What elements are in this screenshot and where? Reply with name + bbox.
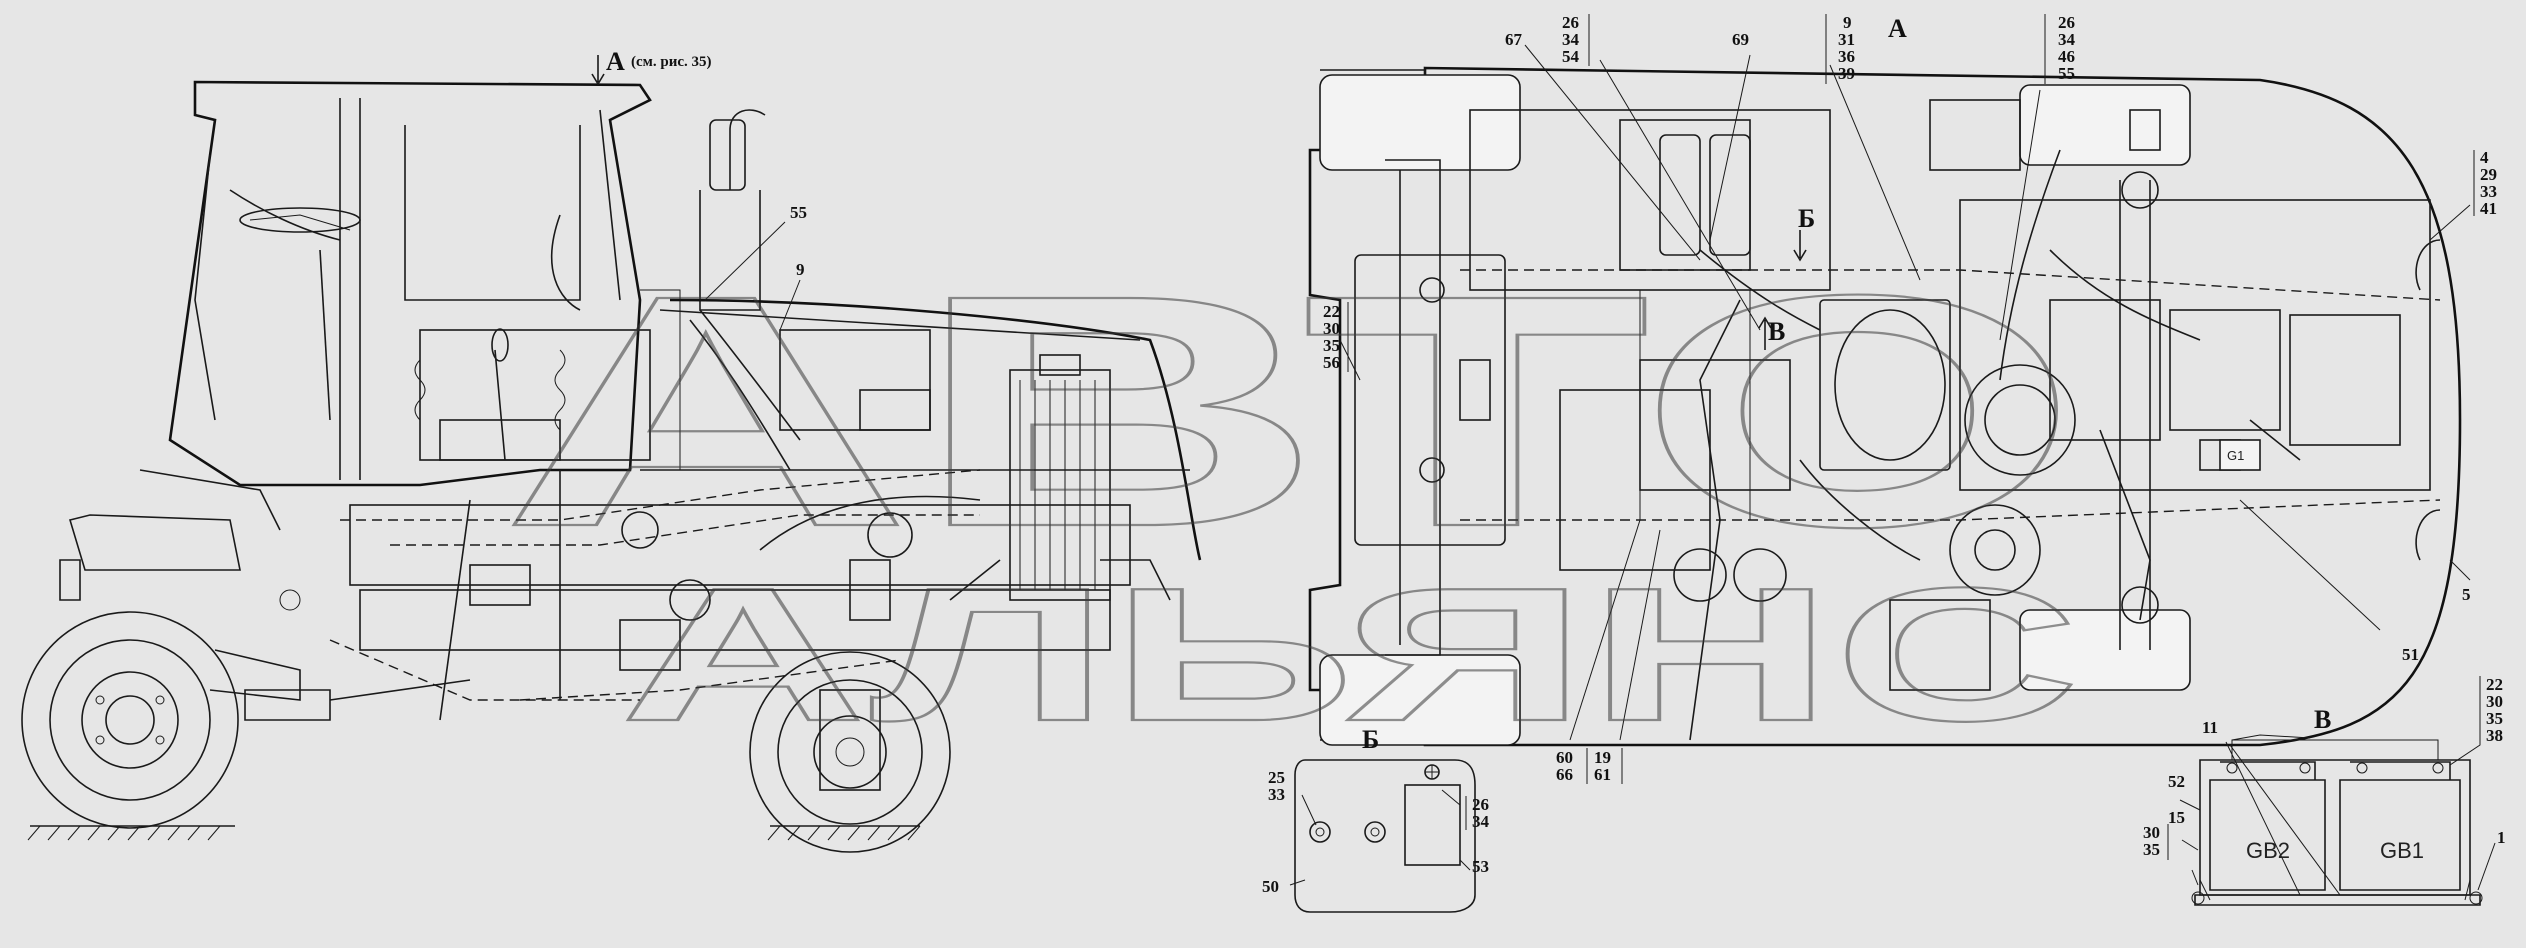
view-a-note: (см. рис. 35) [631, 54, 712, 70]
rear-wheel [21, 611, 239, 829]
callout-36: 36 [1838, 47, 1855, 66]
view-a-arrow [591, 55, 605, 86]
view-b-marker: Б [1798, 204, 1815, 233]
plan-outline [1308, 66, 2462, 747]
callout-15: 15 [2168, 808, 2185, 827]
view-b-arrow [1793, 230, 1807, 262]
view-a-letter: А [606, 47, 625, 76]
engine-chassis [244, 329, 1131, 721]
leader-55 [704, 221, 786, 301]
callout-60: 60 [1556, 748, 1573, 767]
leader-60-66 [1569, 519, 1641, 741]
callout-33-b: 33 [1268, 785, 1285, 804]
battery-gb2 [2209, 779, 2326, 891]
callout-11: 11 [2202, 718, 2218, 737]
plan-rear-wheel-top [1319, 74, 1521, 171]
callout-67: 67 [1505, 30, 1523, 49]
tractor-side-view [21, 55, 1202, 853]
detail-v-title: В [2314, 705, 2331, 734]
callout-55: 55 [790, 203, 807, 222]
ground-line-left [27, 825, 921, 841]
callout-55-b: 55 [2058, 64, 2075, 83]
gb1-label: GB1 [2380, 838, 2424, 863]
cab [168, 80, 681, 487]
callout-26-a: 26 [1562, 13, 1579, 32]
leader-67 [1524, 44, 1701, 261]
hood-and-exhaust [640, 109, 1202, 601]
plan-front-wheel-top [2019, 84, 2191, 166]
callout-35-a: 35 [1323, 336, 1340, 355]
callout-54: 54 [1562, 47, 1580, 66]
callout-53: 53 [1472, 857, 1489, 876]
g1-box [2219, 439, 2261, 471]
callout-9-b: 9 [1843, 13, 1852, 32]
detail-b [1289, 759, 1476, 913]
callout-46: 46 [2058, 47, 2075, 66]
view-v-marker: В [1768, 317, 1785, 346]
callout-29: 29 [2480, 165, 2497, 184]
callout-1: 1 [2497, 828, 2506, 847]
callout-31: 31 [1838, 30, 1855, 49]
callout-61: 61 [1594, 765, 1611, 784]
callout-41: 41 [2480, 199, 2497, 218]
callout-34-c: 34 [1472, 812, 1490, 831]
callout-30-b: 30 [2486, 692, 2503, 711]
wiring-harness-side [329, 309, 1171, 721]
callout-30-c: 30 [2143, 823, 2160, 842]
plan-front-wheel-bottom [2019, 609, 2191, 691]
g1-label: G1 [2227, 448, 2244, 463]
rear-hitch [59, 469, 301, 701]
callout-30-a: 30 [1323, 319, 1340, 338]
wiring-harness-plan [1460, 149, 2441, 741]
watermark-line-1: АВТО [500, 226, 2080, 595]
leader-9 [779, 279, 801, 331]
leader-51 [2239, 499, 2381, 631]
callout-22-b: 22 [2486, 675, 2503, 694]
tractor-plan-view [1308, 44, 2471, 747]
callout-26-b: 26 [2058, 13, 2075, 32]
watermark-line-2: АЛЬЯНС [620, 549, 2080, 761]
front-wheel [749, 651, 951, 853]
callout-25: 25 [1268, 768, 1285, 787]
callout-38: 38 [2486, 726, 2503, 745]
callout-19: 19 [1594, 748, 1611, 767]
callout-5: 5 [2462, 585, 2471, 604]
watermark: АВТО АЛЬЯНС [499, 225, 2081, 762]
leader-19-61 [1619, 529, 1661, 741]
leader-26-34-54 [1599, 59, 1761, 331]
callout-34-a: 34 [1562, 30, 1580, 49]
detail-b-title: Б [1362, 725, 1379, 754]
callout-50: 50 [1262, 877, 1279, 896]
leader-69 [1709, 54, 1751, 241]
callout-4: 4 [2480, 148, 2489, 167]
leader-4-29 [2429, 204, 2471, 241]
leader-22-30 [1339, 339, 1361, 381]
plan-view-letter: А [1888, 14, 1907, 43]
callout-66: 66 [1556, 765, 1573, 784]
callout-39: 39 [1838, 64, 1855, 83]
battery-gb1 [2339, 779, 2461, 891]
callout-35-b: 35 [2486, 709, 2503, 728]
callout-52: 52 [2168, 772, 2185, 791]
callout-26-c: 26 [1472, 795, 1489, 814]
leader-9-31 [1829, 64, 1921, 281]
callout-69: 69 [1732, 30, 1749, 49]
view-v-arrow [1758, 316, 1772, 350]
callout-9: 9 [796, 260, 805, 279]
callout-35-c: 35 [2143, 840, 2160, 859]
callout-34-b: 34 [2058, 30, 2076, 49]
callout-33: 33 [2480, 182, 2497, 201]
detail-v-batteries [2179, 734, 2496, 906]
callout-56: 56 [1323, 353, 1340, 372]
leader-5 [2449, 559, 2471, 581]
callout-22-a: 22 [1323, 302, 1340, 321]
gb2-label: GB2 [2246, 838, 2290, 863]
leader-26-34-46 [1999, 89, 2041, 341]
callout-51: 51 [2402, 645, 2419, 664]
